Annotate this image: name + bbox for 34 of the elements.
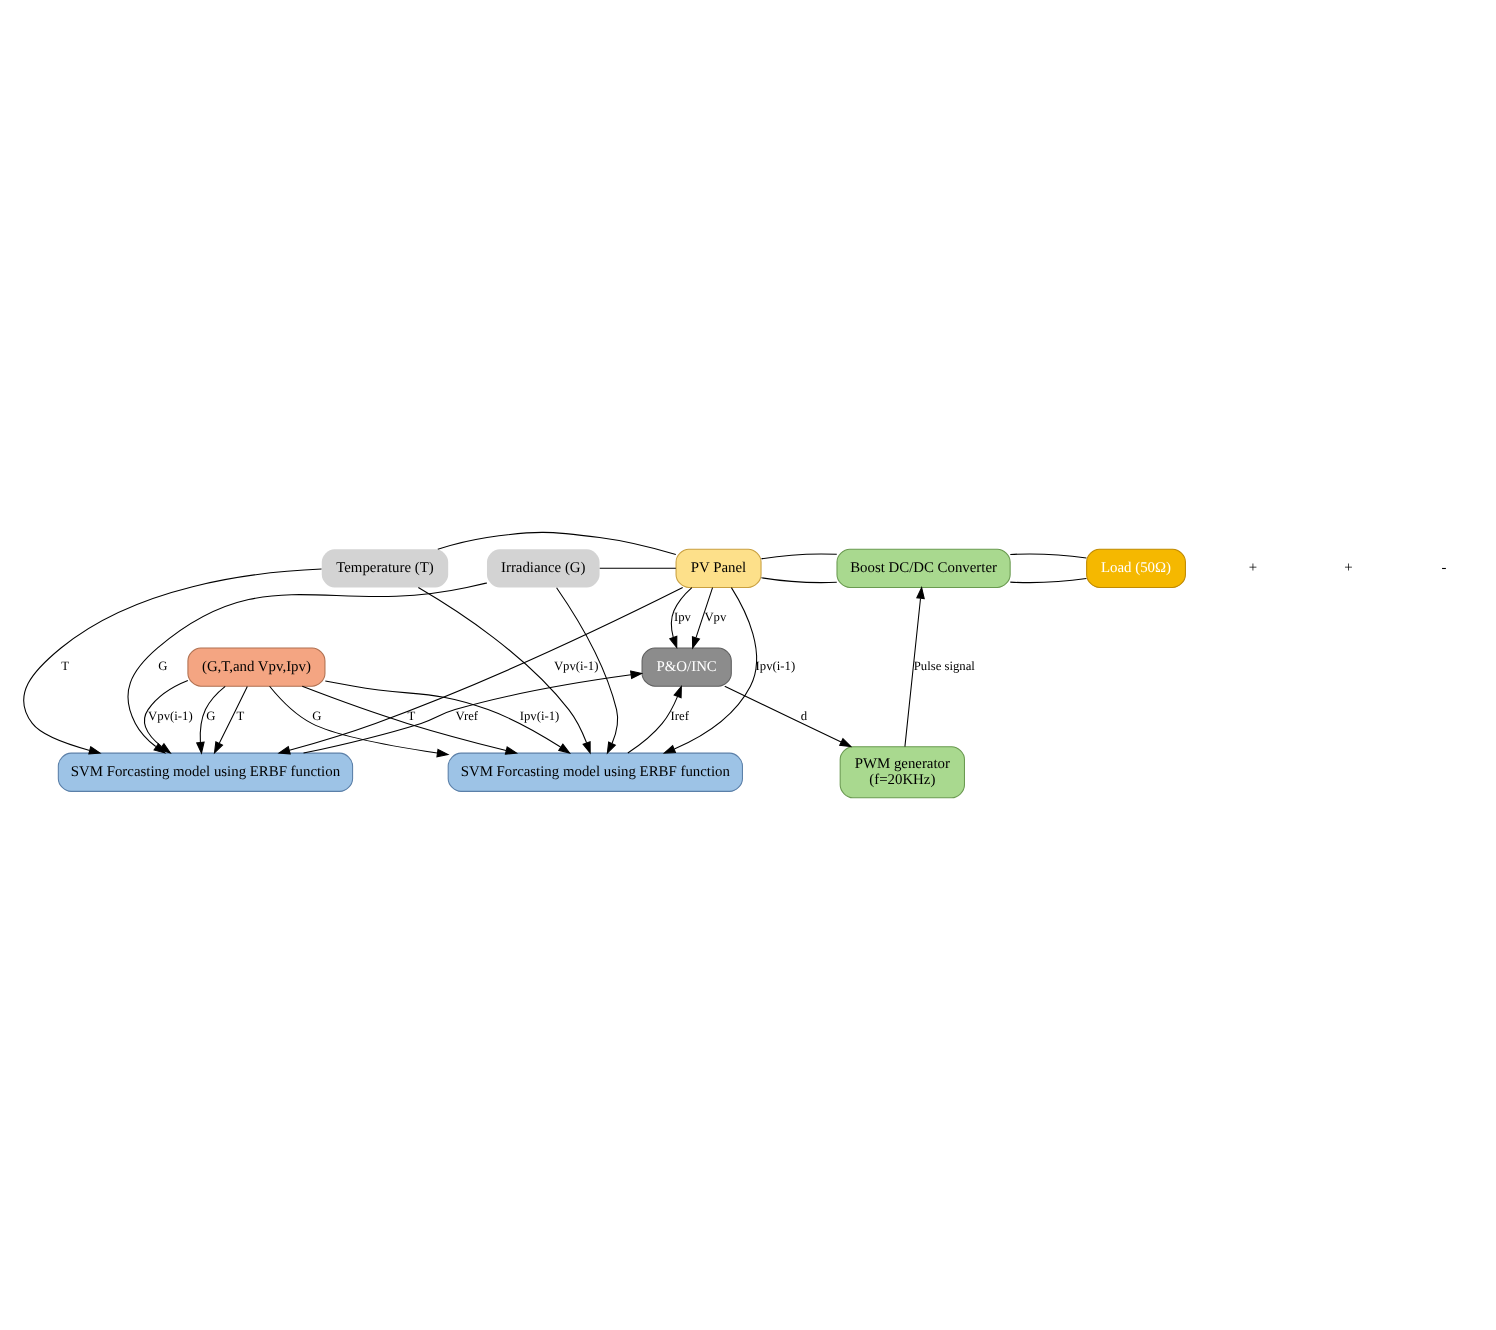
node-box: Irradiance (G) [486,549,600,588]
label: + [1248,558,1258,577]
node-box: SVM Forcasting model using ERBF function [57,752,354,792]
node-box: PWM generator (f=20KHz) [839,746,965,799]
label: - [1441,558,1447,577]
arrow [904,586,925,748]
node-box: Boost DC/DC Converter [836,548,1011,588]
arrow [556,587,619,755]
arrow [324,680,572,754]
node-box: SVM Forcasting model using ERBF function [447,752,743,792]
arrow [269,685,450,758]
arrow [724,685,853,748]
arrow [301,685,519,755]
arrow [668,587,693,650]
arrow [627,684,682,754]
connector [437,531,677,555]
arrow [277,587,684,755]
arrow [195,685,226,755]
node-box: P&O/INC [641,647,732,687]
arrow [303,670,644,754]
connector [599,567,677,569]
node-box: Load (50Ω) [1086,548,1186,588]
arrow [213,686,248,755]
node-box: PV Panel [675,548,762,588]
connector [1009,578,1087,584]
node-box: Temperature (T) [321,549,449,588]
arrow [417,587,591,755]
connector [760,577,838,584]
connector [1009,553,1087,559]
connector [760,553,838,560]
node-box: (G,T,and Vpv,Ipv) [187,647,326,687]
arrow [662,587,758,754]
label: + [1344,558,1353,577]
arrow [691,587,714,650]
